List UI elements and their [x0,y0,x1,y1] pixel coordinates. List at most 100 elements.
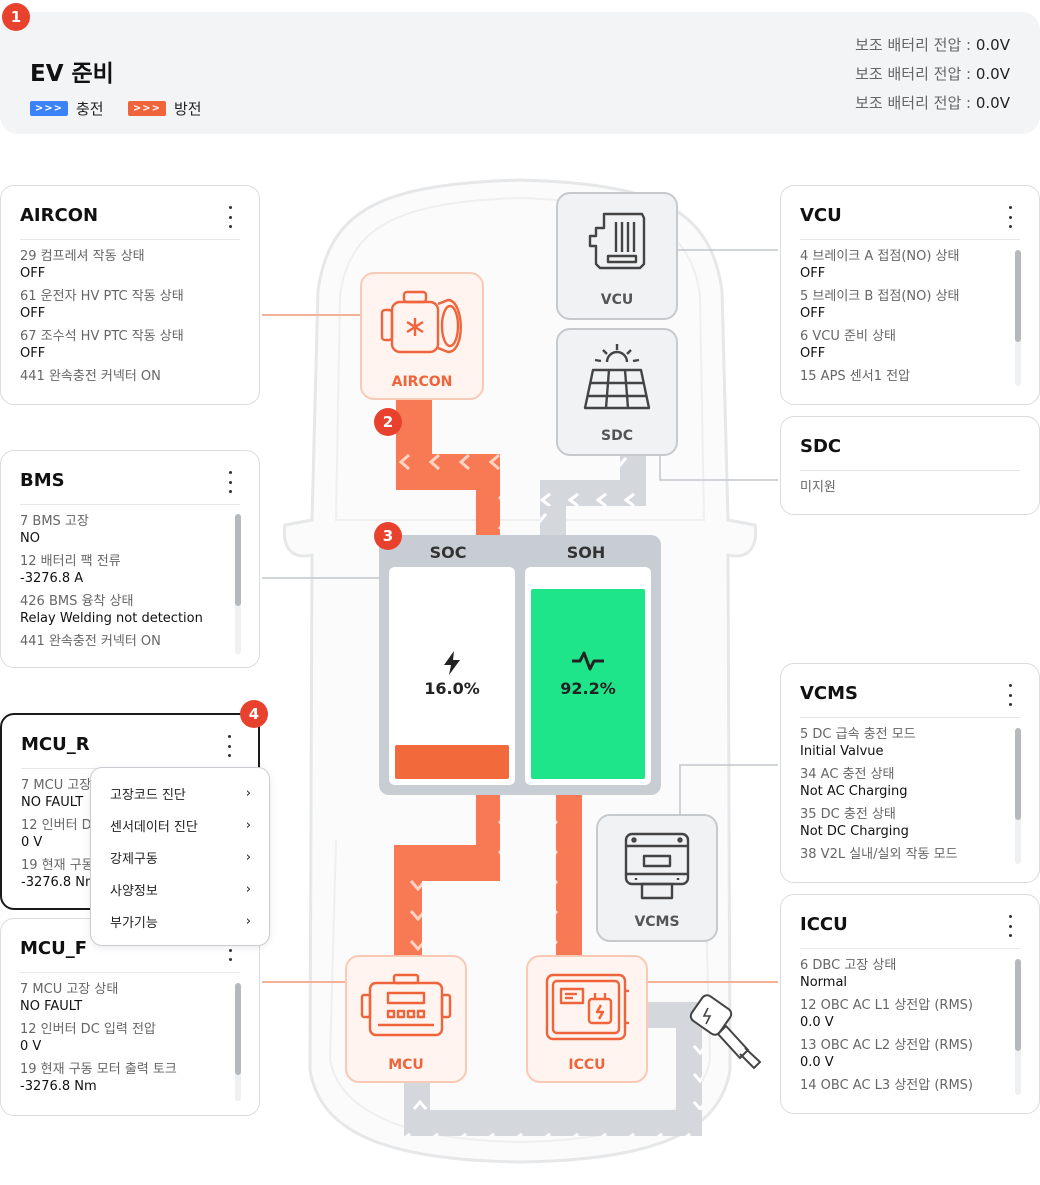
idle-path-sdc [540,455,646,536]
legend-discharge-label: 방전 [174,100,202,118]
tile-vcms-label: VCMS [634,914,680,930]
soh-title: SOH [566,543,606,562]
list-item: 14 OBC AC L3 상전압 (RMS) [800,1078,973,1093]
card-sdc[interactable]: SDC 미지원 [780,416,1040,515]
list-item: 15 APS 센서1 전압 [800,369,911,384]
page-title: EV 준비 [30,61,114,87]
card-aircon-more-icon[interactable] [225,206,235,228]
tile-mcu-label: MCU [388,1057,424,1073]
card-vcms-scrollbar[interactable] [1015,728,1021,864]
connector-lines [262,249,778,983]
card-mcu-r-title: MCU_R [21,734,90,755]
card-vcms-title: VCMS [800,683,859,704]
soh-fill-bar [531,589,645,779]
card-vcms-more-icon[interactable] [1005,684,1015,706]
legend-discharge: >>> 방전 [128,98,202,119]
charging-unit-icon [545,973,629,1041]
list-item: 441 완속충전 커넥터 ON [20,634,161,649]
charge-swatch-icon: >>> [30,101,68,116]
legend-charge-label: 충전 [76,100,104,118]
card-mcu-f-scrollbar[interactable] [235,983,241,1101]
tile-iccu[interactable]: ICCU [526,955,648,1083]
charging-module-icon [624,832,690,900]
card-vcu-title: VCU [800,205,842,226]
menu-item-sensor[interactable]: 센서데이터 진단› [110,817,251,835]
card-mcu-r-more-icon[interactable] [224,735,234,757]
status-header: EV 준비 >>> 충전 >>> 방전 보조 배터리 전압 : 0.0V 보조 … [0,12,1040,134]
card-iccu-title: ICCU [800,914,848,935]
card-bms-title: BMS [20,470,65,491]
card-sdc-rows: 미지원 [800,479,1009,502]
card-vcu-scrollbar[interactable] [1015,250,1021,386]
tile-iccu-label: ICCU [568,1057,606,1073]
tile-mcu[interactable]: MCU [345,955,467,1083]
soh-value: 92.2% [560,679,616,698]
discharge-path-aircon [396,398,500,536]
step-badge-4: 4 [240,700,268,728]
card-sdc-title: SDC [800,436,842,457]
list-item: 441 완속충전 커넥터 ON [20,369,161,384]
chevron-right-icon: › [245,817,251,833]
list-item: 12 배터리 팩 전류-3276.8 A [20,554,121,586]
list-item: 12 OBC AC L1 상전압 (RMS)0.0 V [800,998,973,1030]
context-menu: 고장코드 진단› 센서데이터 진단› 강제구동› 사양정보› 부가기능› [90,767,270,946]
menu-item-dtc[interactable]: 고장코드 진단› [110,785,251,803]
pulse-icon [572,651,604,671]
card-iccu-scrollbar[interactable] [1015,959,1021,1095]
tile-vcu[interactable]: VCU [556,192,678,320]
charger-plug-icon [689,994,762,1070]
menu-item-extra[interactable]: 부가기능› [110,913,251,931]
motor-controller-icon [360,973,452,1037]
menu-item-spec[interactable]: 사양정보› [110,881,251,899]
card-aircon-title: AIRCON [20,205,99,226]
tile-sdc[interactable]: SDC [556,328,678,456]
controller-chip-icon [588,212,646,270]
card-mcu-f-title: MCU_F [20,938,88,959]
aux-voltage-1: 보조 배터리 전압 : 0.0V [855,36,1010,54]
discharge-path-iccu [556,795,582,957]
card-bms-more-icon[interactable] [225,471,235,493]
aircon-compressor-icon [380,290,462,354]
card-vcu-more-icon[interactable] [1005,206,1015,228]
card-bms-scrollbar[interactable] [235,514,241,654]
tile-sdc-label: SDC [601,428,633,444]
step-badge-2: 2 [374,408,402,436]
chevron-right-icon: › [245,881,251,897]
soc-gauge: 16.0% [389,567,515,785]
idle-path-charger [404,1002,702,1136]
tile-vcms[interactable]: VCMS [596,814,718,942]
discharge-swatch-icon: >>> [128,101,166,116]
soc-title: SOC [429,543,467,562]
tile-aircon[interactable]: AIRCON [360,272,484,400]
legend-charge: >>> 충전 [30,98,104,119]
soc-fill-bar [395,745,509,779]
step-badge-3: 3 [374,522,402,550]
chevron-right-icon: › [245,785,251,801]
list-item: 13 OBC AC L2 상전압 (RMS)0.0 V [800,1038,973,1070]
card-iccu-more-icon[interactable] [1005,915,1015,937]
solar-panel-icon [583,344,651,410]
chevron-right-icon: › [245,913,251,929]
menu-item-force-drive[interactable]: 강제구동› [110,849,251,867]
